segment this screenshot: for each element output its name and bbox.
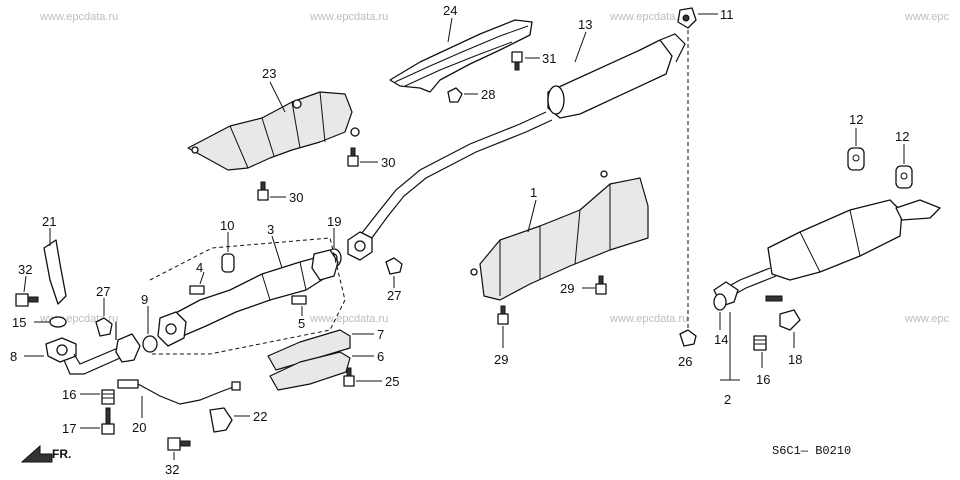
callout-27-right: 27 [387,288,401,303]
bolt-29-right [595,275,607,295]
callout-32-left: 32 [18,262,32,277]
callout-13: 13 [578,17,592,32]
callout-2: 2 [724,392,731,407]
nut-27-left [95,317,113,337]
front-label: FR. [52,447,71,461]
watermark: www.epcdata.ru [39,11,118,23]
bolt-31 [511,51,523,71]
bolt-30-lower [257,181,269,201]
watermark: www.epc [904,11,950,23]
callout-11: 11 [720,7,734,22]
callout-17: 17 [62,421,76,436]
callout-20: 20 [132,420,146,435]
watermark: www.epc [904,313,950,325]
nut-15 [49,316,67,328]
watermark: www.epcdata.ru [309,313,388,325]
callout-15: 15 [12,315,26,330]
stud-4 [189,285,205,295]
bolt-29-lower [497,305,509,325]
callout-21: 21 [42,214,56,229]
callout-23: 23 [262,66,276,81]
spring-16-right [753,335,767,351]
callout-16-left: 16 [62,387,76,402]
callout-25: 25 [385,374,399,389]
callout-9: 9 [141,292,148,307]
callout-30-lower: 30 [289,190,303,205]
callout-32-lower: 32 [165,462,179,477]
callout-10: 10 [220,218,234,233]
watermark: www.epcdata.ru [609,11,688,23]
watermark: www.epcdata.ru [309,11,388,23]
bolt-25 [343,367,355,387]
nut-26 [679,329,697,347]
callout-19: 19 [327,214,341,229]
callout-6: 6 [377,349,384,364]
callout-3: 3 [267,222,274,237]
bolt-17 [101,407,115,435]
bolt-5 [291,295,307,305]
watermark: www.epcdata.ru [609,313,688,325]
heat-shield-floor [470,170,649,301]
callout-8: 8 [10,349,17,364]
oxygen-sensor [117,379,241,405]
callout-14: 14 [714,332,728,347]
callout-18: 18 [788,352,802,367]
front-pipe [45,322,141,375]
callout-12b: 12 [895,129,909,144]
callout-29-lower: 29 [494,352,508,367]
spring-16-left [101,389,115,405]
bracket-22 [209,407,233,433]
nut-28 [447,87,463,103]
bolt-32-lower [167,437,191,451]
rubber-hanger-12b [895,165,913,189]
catalytic-converter [157,249,339,347]
heat-shield-upper [389,19,533,93]
nut-27-right [385,257,403,275]
callout-4: 4 [196,260,203,275]
callout-29-right: 29 [560,281,574,296]
callout-5: 5 [298,316,305,331]
callout-1: 1 [530,185,537,200]
rear-muffler [713,199,941,307]
callout-16-right: 16 [756,372,770,387]
converter-cover-7 [267,329,351,371]
callout-22: 22 [253,409,267,424]
gasket-10 [221,253,235,273]
callout-27-left: 27 [96,284,110,299]
bracket-21 [43,239,67,305]
callout-7: 7 [377,327,384,342]
bolt-30-upper [347,147,359,167]
diagram-code: S6C1— B0210 [772,444,851,458]
callout-24: 24 [443,3,457,18]
heat-shield-manifold [187,91,360,171]
center-muffler-pipe [347,33,686,261]
front-direction-arrow: FR. [20,444,71,463]
callout-30-upper: 30 [381,155,395,170]
callout-12a: 12 [849,112,863,127]
callout-28: 28 [481,87,495,102]
converter-cover-6 [269,351,351,391]
callout-31: 31 [542,51,556,66]
bolt-18 [765,295,801,331]
gasket-14 [713,293,727,311]
callout-26: 26 [678,354,692,369]
gasket-9 [142,335,158,353]
rubber-hanger-12a [847,147,865,171]
hanger-11 [677,7,697,29]
bolt-32-left [15,293,39,307]
